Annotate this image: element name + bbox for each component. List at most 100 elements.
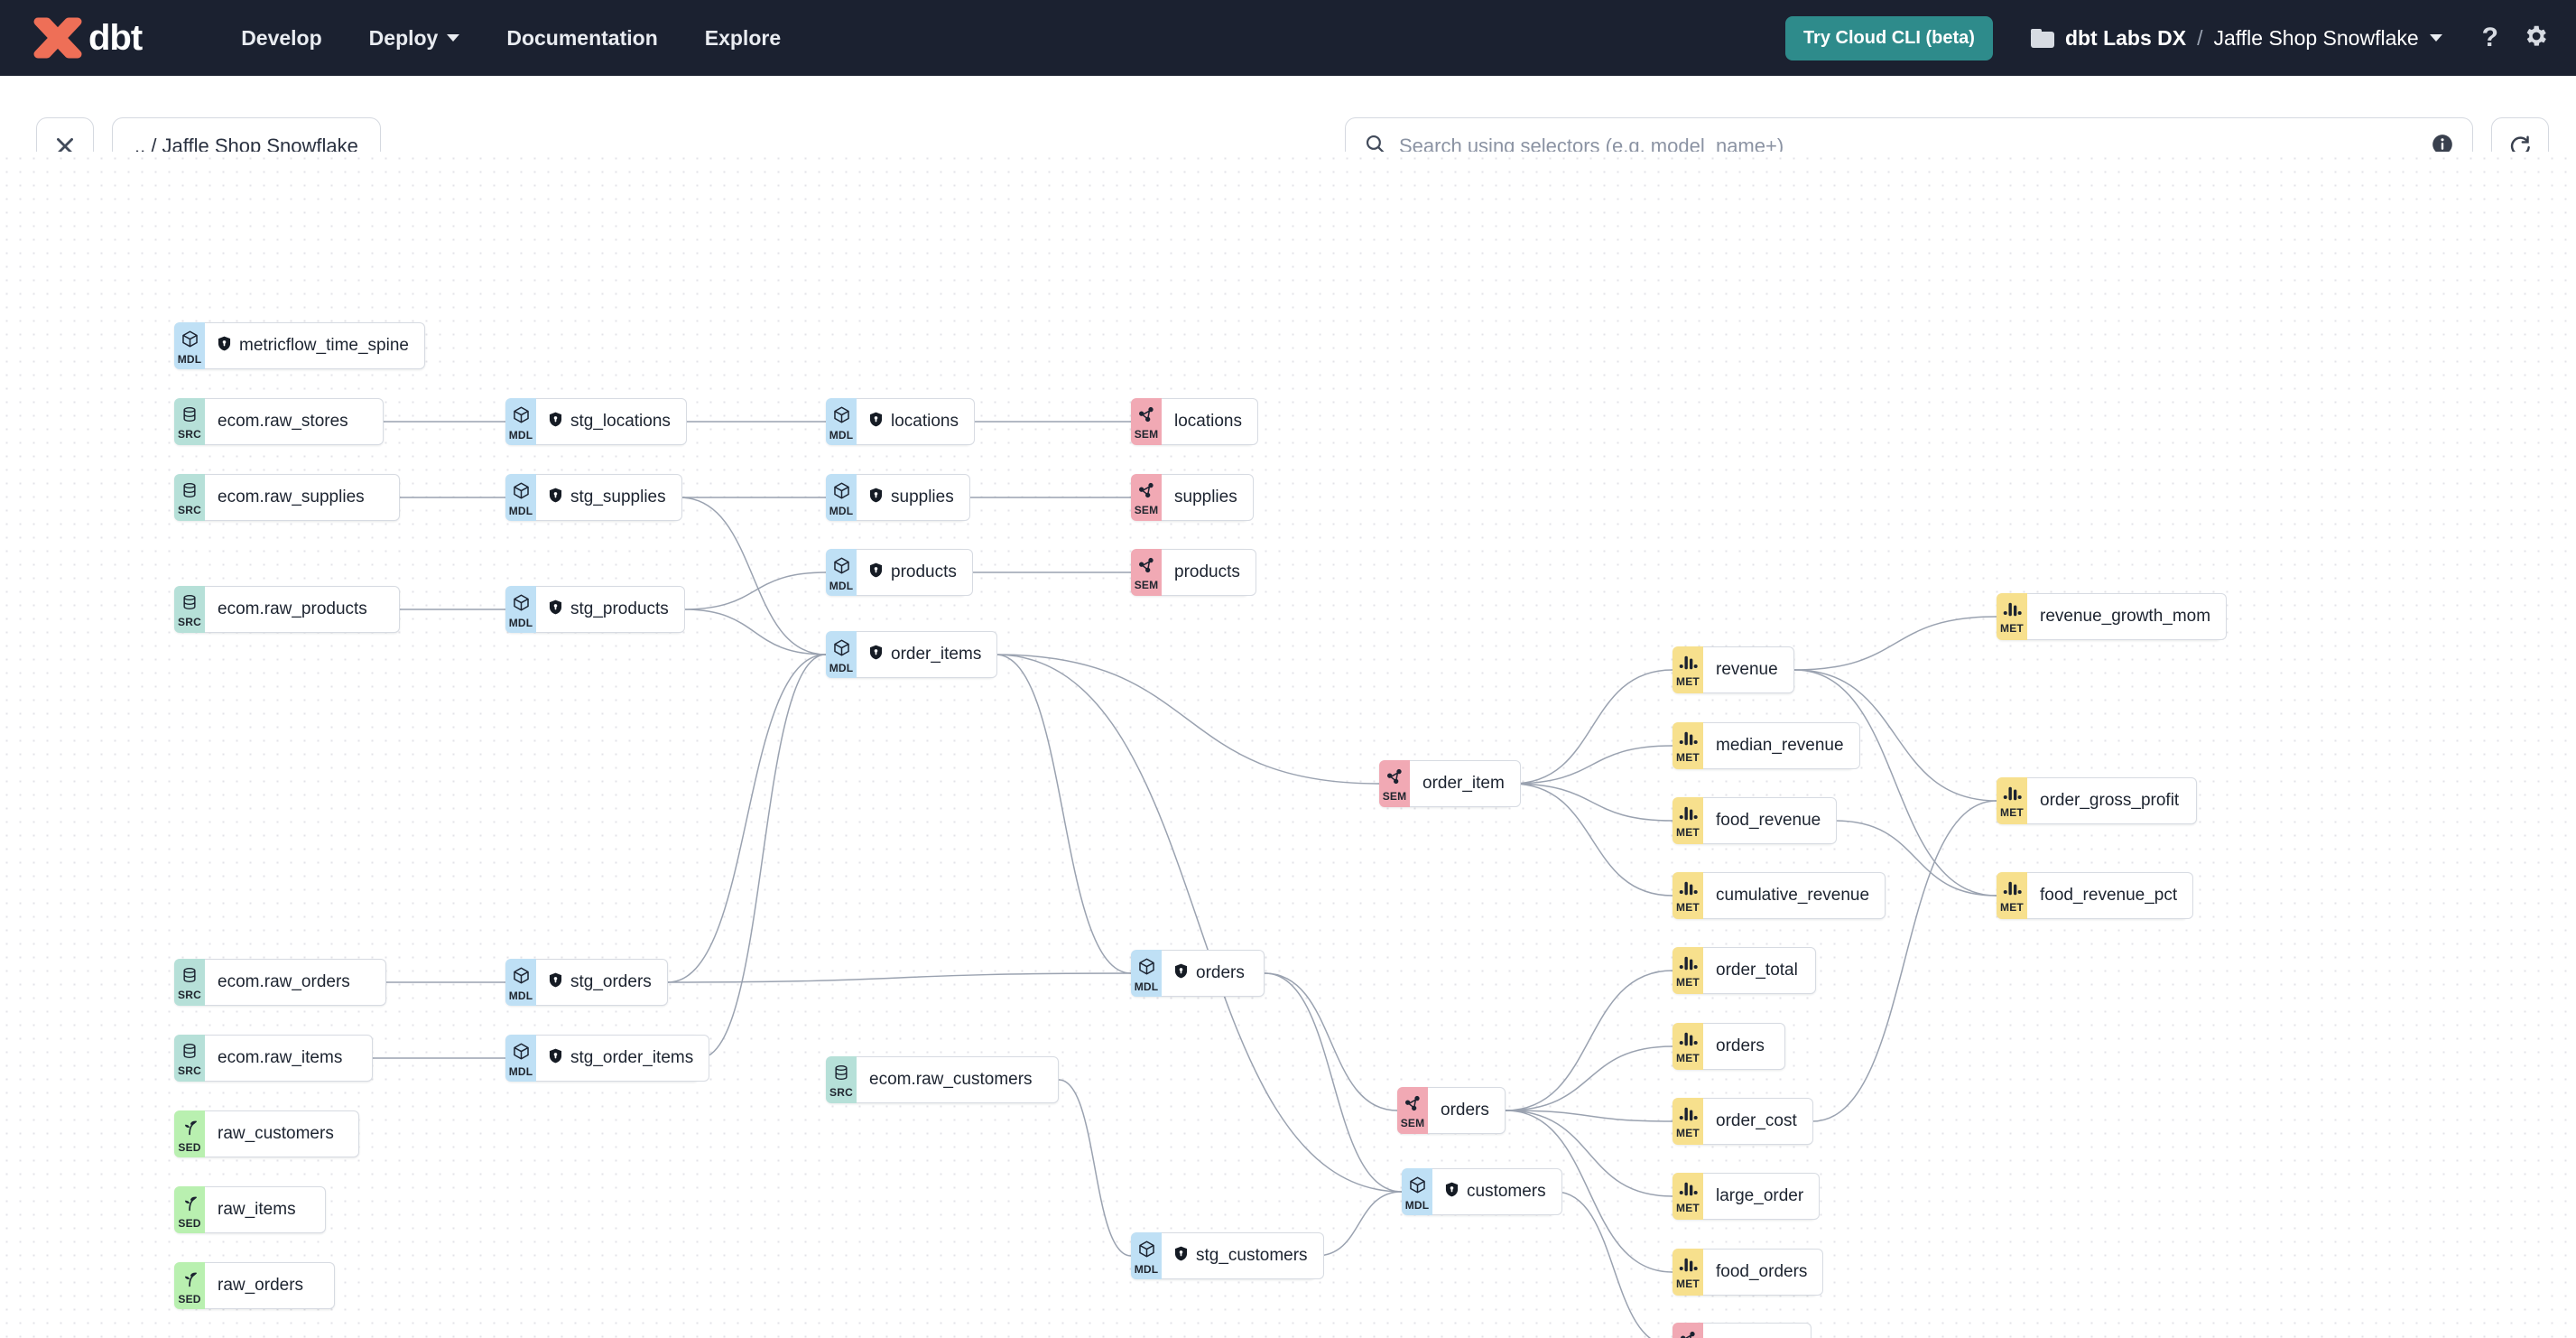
graph-node-sed_raw_items[interactable]: SED raw_items	[174, 1186, 326, 1233]
project-chevron-down-icon[interactable]	[2429, 34, 2442, 42]
graph-node-stg_supplies[interactable]: MDL stg_supplies	[505, 474, 682, 521]
metric-bars-icon	[1679, 880, 1698, 901]
try-cloud-cli-button[interactable]: Try Cloud CLI (beta)	[1784, 15, 1993, 60]
graph-node-stg_locations[interactable]: MDL stg_locations	[505, 398, 687, 445]
nav-item-develop[interactable]: Develop	[241, 26, 321, 51]
seedling-icon	[181, 1194, 199, 1217]
nav-item-documentation[interactable]: Documentation	[506, 26, 657, 51]
graph-node-met_large_order[interactable]: MET large_order	[1673, 1173, 1821, 1220]
node-type-label: MET	[2000, 901, 2024, 914]
edge-src_raw_customers-to-mdl_stg_customers	[1058, 1079, 1132, 1257]
node-type-label: MET	[1676, 826, 1700, 839]
dbt-brand[interactable]: dbt	[32, 16, 143, 60]
node-label: orders	[1441, 1101, 1489, 1120]
graph-node-met_orders[interactable]: MET orders	[1673, 1023, 1785, 1070]
graph-node-mdl_customers[interactable]: MDL customers	[1402, 1168, 1562, 1215]
primary-nav: Develop Deploy Documentation Explore	[194, 26, 781, 51]
graph-node-sem_order_item[interactable]: SEM order_item	[1379, 760, 1521, 807]
node-type-badge-sem: SEM	[1397, 1087, 1428, 1134]
graph-node-sed_raw_customers[interactable]: SED raw_customers	[174, 1110, 359, 1157]
graph-node-met_revenue_growth_mom[interactable]: MET revenue_growth_mom	[1997, 593, 2228, 640]
graph-node-sem_customers[interactable]: SEM customers	[1673, 1323, 1812, 1338]
account-project-breadcrumb[interactable]: dbt Labs DX / Jaffle Shop Snowflake	[2030, 25, 2442, 51]
graph-node-met_revenue[interactable]: MET revenue	[1673, 646, 1794, 693]
node-body: revenue_growth_mom	[2027, 593, 2228, 640]
node-type-badge-mdl: MDL	[505, 474, 536, 521]
graph-node-met_median_revenue[interactable]: MET median_revenue	[1673, 722, 1860, 769]
node-label: order_items	[891, 645, 982, 664]
help-question-icon[interactable]: ?	[2481, 23, 2498, 52]
node-label: raw_customers	[218, 1124, 334, 1143]
graph-node-mdl_supplies[interactable]: MDL supplies	[826, 474, 970, 521]
node-label: large_order	[1716, 1186, 1804, 1205]
graph-node-src_raw_stores[interactable]: SRC ecom.raw_stores	[174, 398, 384, 445]
cube-icon	[832, 638, 851, 662]
database-icon	[181, 593, 199, 616]
node-type-badge-met: MET	[1673, 797, 1703, 844]
graph-node-met_food_revenue[interactable]: MET food_revenue	[1673, 797, 1838, 844]
gear-icon[interactable]	[2522, 23, 2549, 54]
graph-node-src_raw_items[interactable]: SRC ecom.raw_items	[174, 1035, 373, 1082]
graph-node-mdl_locations[interactable]: MDL locations	[826, 398, 975, 445]
node-type-label: MDL	[508, 1064, 533, 1078]
lineage-graph-canvas[interactable]: MDL metricflow_time_spine SRC ecom.raw_s…	[0, 152, 2576, 1338]
graph-node-met_cumulative_revenue[interactable]: MET cumulative_revenue	[1673, 872, 1886, 919]
node-body: products	[1162, 549, 1256, 596]
edge-sem_orders-to-met_order_total	[1505, 970, 1673, 1111]
nav-item-explore[interactable]: Explore	[705, 26, 781, 51]
graph-node-metricflow_time_spine[interactable]: MDL metricflow_time_spine	[174, 322, 425, 369]
node-type-label: MET	[1676, 675, 1700, 688]
node-type-badge-mdl: MDL	[826, 631, 857, 678]
edge-stg_orders-to-mdl_orders	[667, 972, 1132, 983]
graph-node-src_raw_orders[interactable]: SRC ecom.raw_orders	[174, 959, 386, 1006]
nav-item-deploy[interactable]: Deploy	[369, 26, 460, 51]
node-body: stg_orders	[536, 959, 668, 1006]
node-label: stg_orders	[570, 972, 652, 991]
node-type-badge-mdl: MDL	[1131, 950, 1162, 997]
node-type-label: MDL	[829, 661, 854, 674]
graph-node-sem_orders[interactable]: SEM orders	[1397, 1087, 1506, 1134]
node-type-label: MDL	[1134, 1262, 1159, 1276]
node-type-label: MET	[1676, 1278, 1700, 1290]
graph-node-stg_orders[interactable]: MDL stg_orders	[505, 959, 668, 1006]
node-type-label: MET	[1676, 1127, 1700, 1139]
graph-node-src_raw_supplies[interactable]: SRC ecom.raw_supplies	[174, 474, 400, 521]
graph-node-sed_raw_orders[interactable]: SED raw_orders	[174, 1262, 335, 1309]
graph-node-sem_products[interactable]: SEM products	[1131, 549, 1256, 596]
node-label: customers	[1716, 1336, 1795, 1338]
semantic-model-icon	[1137, 556, 1155, 579]
breadcrumb-separator: /	[2197, 25, 2203, 50]
node-label: order_total	[1716, 961, 1798, 980]
node-label: food_revenue	[1716, 811, 1821, 830]
info-circle-icon[interactable]	[2431, 133, 2454, 161]
graph-node-met_order_cost[interactable]: MET order_cost	[1673, 1098, 1813, 1145]
graph-node-src_raw_customers[interactable]: SRC ecom.raw_customers	[826, 1056, 1059, 1103]
edge-mdl_customers-to-sem_customers	[1554, 1191, 1652, 1338]
node-body: large_order	[1703, 1173, 1821, 1220]
graph-node-met_order_gross_profit[interactable]: MET order_gross_profit	[1997, 777, 2197, 824]
node-type-label: SED	[178, 1140, 201, 1154]
node-body: food_orders	[1703, 1249, 1824, 1296]
graph-node-sem_locations[interactable]: SEM locations	[1131, 398, 1258, 445]
node-label: median_revenue	[1716, 736, 1844, 755]
edge-mdl_orders-to-mdl_customers	[1264, 972, 1403, 1193]
graph-node-src_raw_products[interactable]: SRC ecom.raw_products	[174, 586, 400, 633]
graph-node-stg_order_items[interactable]: MDL stg_order_items	[505, 1035, 710, 1082]
graph-node-met_order_total[interactable]: MET order_total	[1673, 947, 1816, 994]
graph-node-met_food_revenue_pct[interactable]: MET food_revenue_pct	[1997, 872, 2194, 919]
graph-node-mdl_stg_customers[interactable]: MDL stg_customers	[1131, 1232, 1324, 1279]
graph-node-mdl_order_items[interactable]: MDL order_items	[826, 631, 998, 678]
node-body: ecom.raw_customers	[857, 1056, 1059, 1103]
graph-node-mdl_products[interactable]: MDL products	[826, 549, 973, 596]
node-type-badge-src: SRC	[174, 586, 205, 633]
node-body: stg_supplies	[536, 474, 682, 521]
graph-node-met_food_orders[interactable]: MET food_orders	[1673, 1249, 1824, 1296]
node-type-badge-src: SRC	[174, 474, 205, 521]
node-body: products	[857, 549, 973, 596]
graph-node-stg_products[interactable]: MDL stg_products	[505, 586, 685, 633]
graph-node-mdl_orders[interactable]: MDL orders	[1131, 950, 1265, 997]
graph-node-sem_supplies[interactable]: SEM supplies	[1131, 474, 1254, 521]
node-label: raw_items	[218, 1200, 296, 1219]
node-body: raw_orders	[205, 1262, 335, 1309]
nav-item-deploy-label: Deploy	[368, 25, 439, 50]
